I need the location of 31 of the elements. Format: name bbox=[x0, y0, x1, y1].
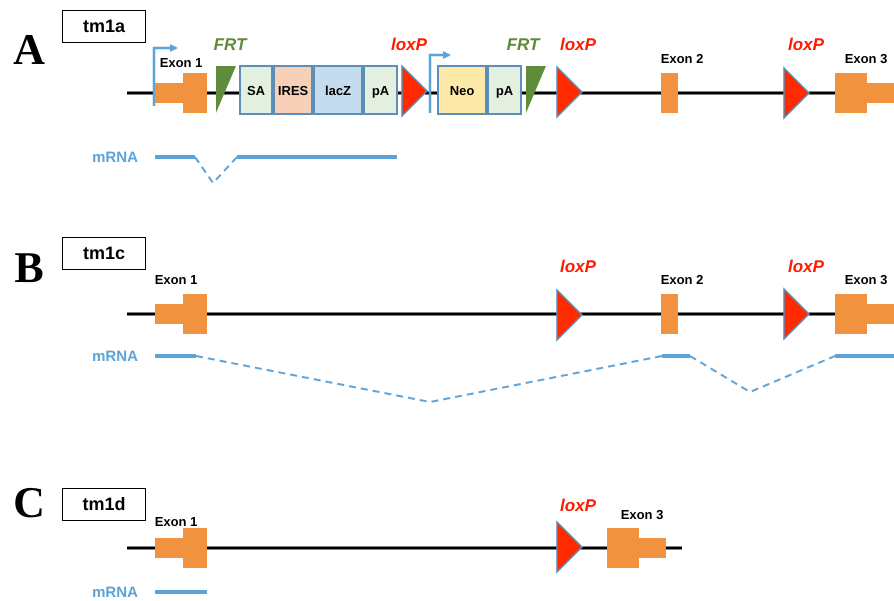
mrna-label: mRNA bbox=[91, 346, 139, 366]
exon-label: Exon 1 bbox=[154, 270, 198, 288]
site-label: FRT bbox=[506, 35, 542, 55]
panel-letter: B bbox=[13, 243, 45, 291]
site-label: FRT bbox=[212, 35, 248, 55]
exon-label: Exon 2 bbox=[660, 270, 704, 288]
cassette-element: SA bbox=[239, 65, 273, 115]
cassette-element: IRES bbox=[273, 65, 313, 115]
cassette-element: pA bbox=[487, 65, 522, 115]
exon-label: Exon 1 bbox=[154, 512, 198, 530]
exon-label: Exon 3 bbox=[620, 506, 664, 523]
site-label: loxP bbox=[787, 257, 825, 277]
site-label: loxP bbox=[559, 496, 597, 516]
allele-name-box: tm1a bbox=[62, 10, 146, 43]
mrna-label: mRNA bbox=[91, 582, 139, 601]
site-label: loxP bbox=[559, 257, 597, 277]
panel-letter: C bbox=[12, 478, 46, 526]
mrna-label: mRNA bbox=[91, 148, 139, 167]
exon-label: Exon 3 bbox=[844, 270, 888, 288]
exon-label: Exon 3 bbox=[844, 50, 888, 67]
site-label: loxP bbox=[390, 35, 428, 55]
exon-label: Exon 1 bbox=[158, 54, 204, 71]
panel-letter: A bbox=[12, 25, 46, 73]
cassette-element: lacZ bbox=[313, 65, 363, 115]
site-label: loxP bbox=[787, 35, 825, 55]
site-label: loxP bbox=[559, 35, 597, 55]
allele-name-box: tm1d bbox=[62, 488, 146, 521]
allele-name-box: tm1c bbox=[62, 237, 146, 270]
exon-label: Exon 2 bbox=[660, 50, 704, 67]
cassette-element: pA bbox=[363, 65, 398, 115]
cassette-element: Neo bbox=[437, 65, 487, 115]
